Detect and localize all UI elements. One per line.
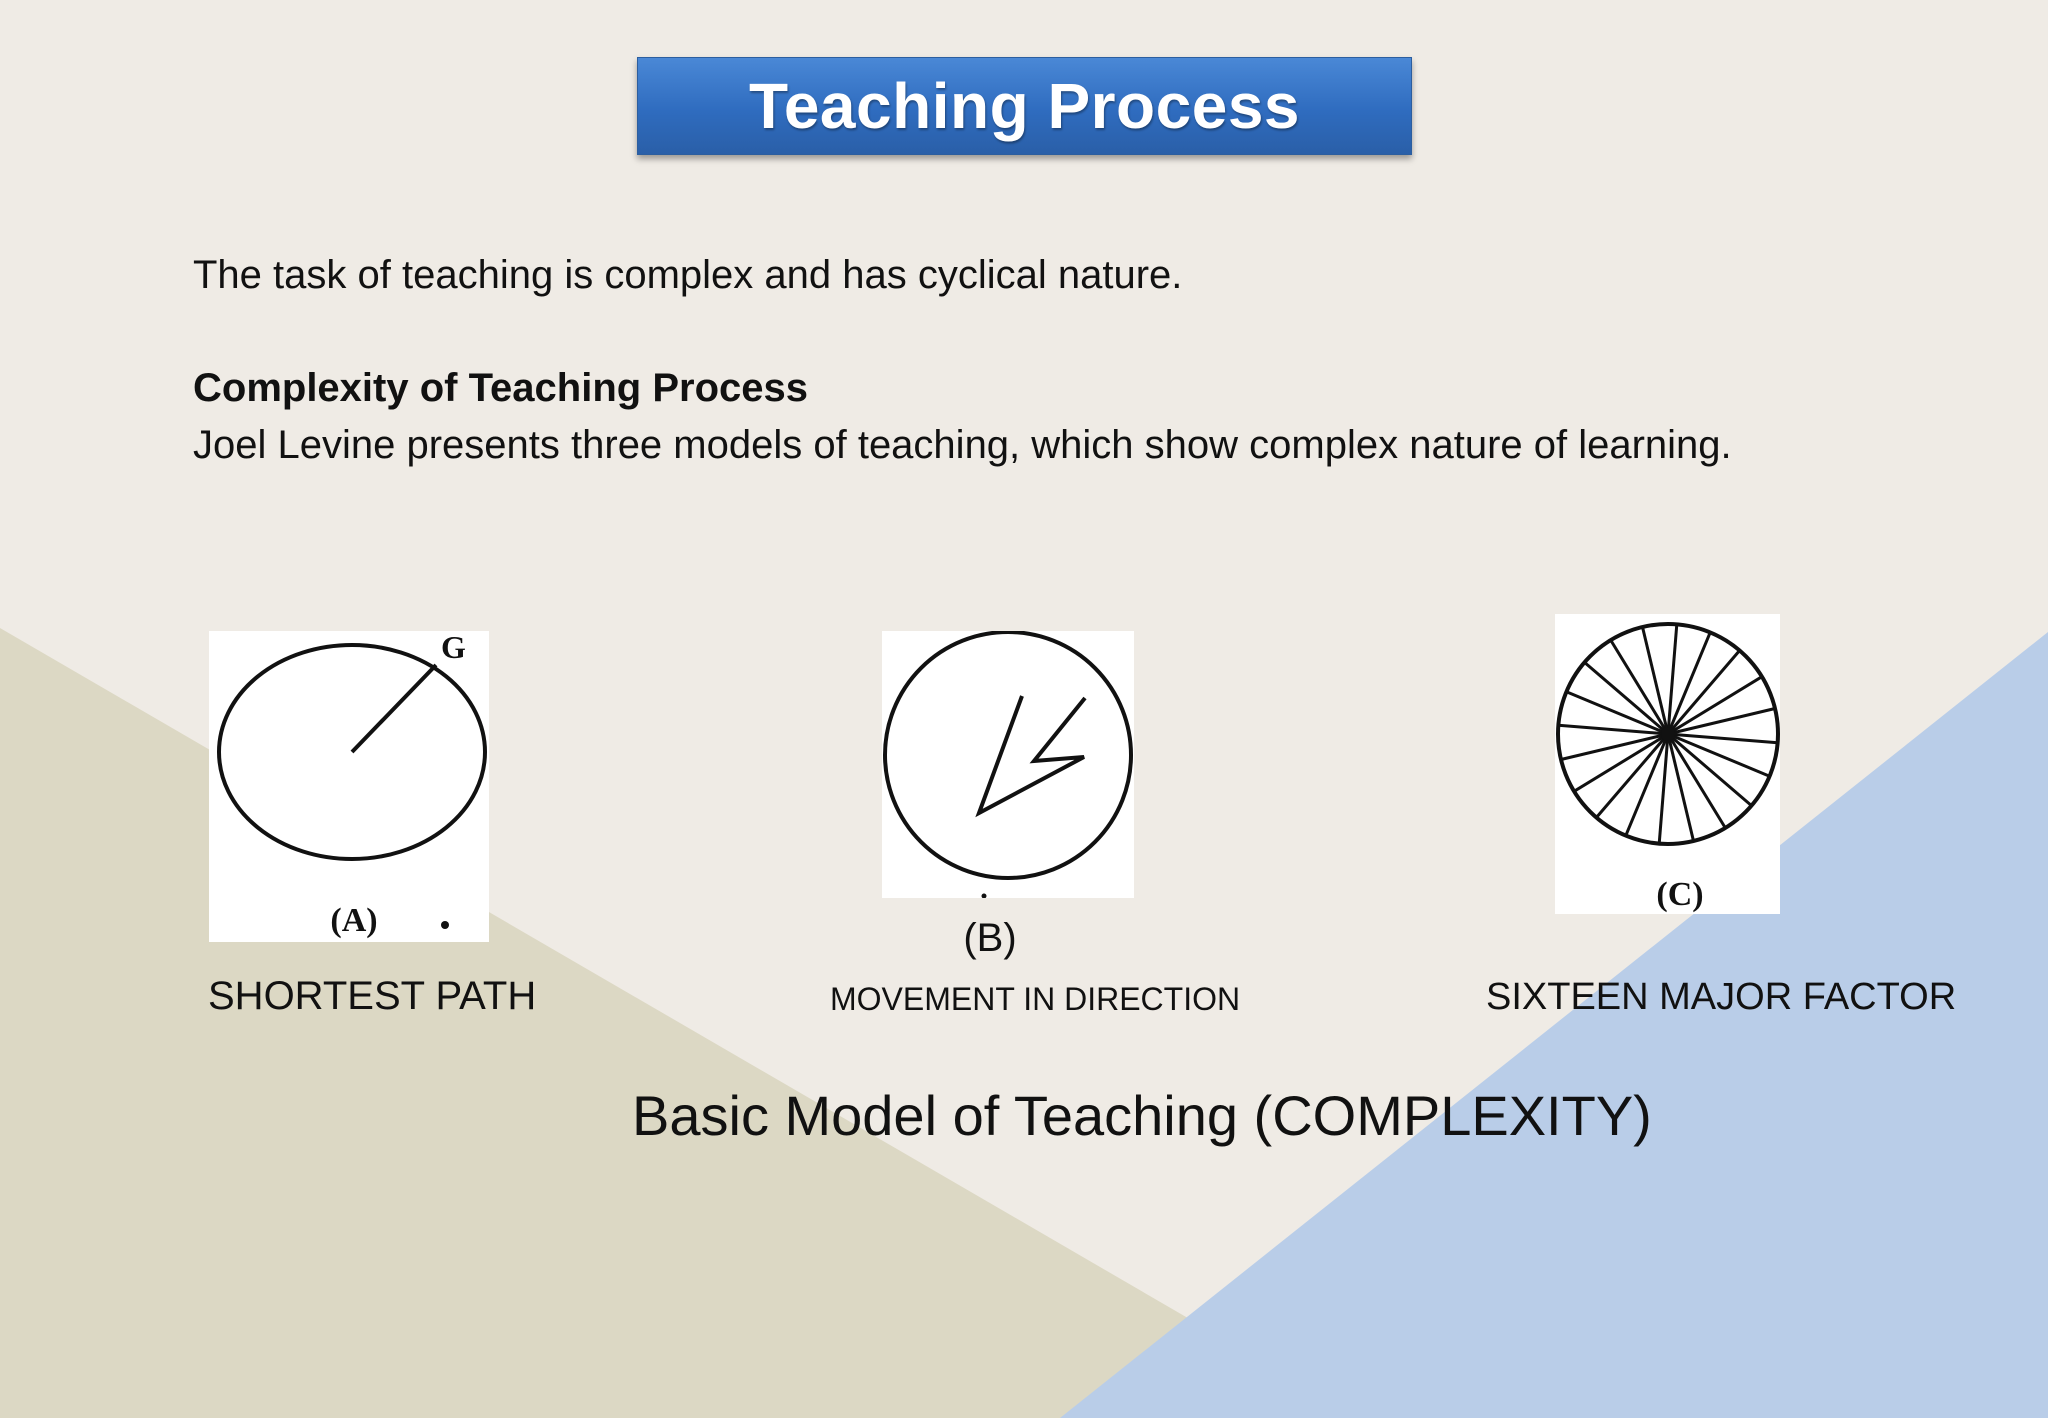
section-heading: Complexity of Teaching Process [193,366,808,410]
figure-b-caption: MOVEMENT IN DIRECTION [830,981,1241,1017]
section-text: Joel Levine presents three models of tea… [193,423,1732,467]
figure-c-caption: SIXTEEN MAJOR FACTOR [1486,976,1957,1018]
factor-spoke [1609,639,1670,735]
factor-spoke [1565,690,1669,736]
factor-spoke [1666,631,1712,735]
figure-a-shortest-path: G (A) [209,631,489,942]
figure-a-label: (A) [330,902,377,939]
figure-b-label: (B) [963,916,1017,960]
factor-spoke [1583,661,1669,736]
figure-a-caption: SHORTEST PATH [208,974,537,1018]
goal-marker-label: G [441,631,466,665]
factor-spoke [1666,733,1727,829]
factor-spoke [1641,626,1670,735]
bottom-title: Basic Model of Teaching (COMPLEXITY) [632,1084,1652,1147]
figure-c-label: (C) [1656,876,1703,913]
factor-spoke [1558,723,1669,736]
factor-spoke [1667,675,1763,736]
factor-spoke [1657,733,1670,844]
intro-text: The task of teaching is complex and has … [193,253,1183,297]
factor-spoke [1666,624,1679,735]
figure-c-sixteen-factors: (C) [1555,614,1780,914]
title-banner: Teaching Process [637,57,1412,155]
right-triangle-shape [1060,632,2048,1418]
factor-spoke [1667,732,1778,745]
factor-spoke [1667,732,1753,807]
factor-spoke [1666,649,1741,735]
factor-spoke [1667,732,1771,778]
factor-spoke [1560,732,1669,761]
factor-spoke [1666,733,1695,842]
factor-spoke [1624,733,1670,837]
slide-title: Teaching Process [748,70,1301,142]
factor-spoke [1573,732,1669,793]
factor-spoke [1595,733,1670,819]
figure-b-movement [882,631,1134,898]
factor-spoke [1667,707,1776,736]
